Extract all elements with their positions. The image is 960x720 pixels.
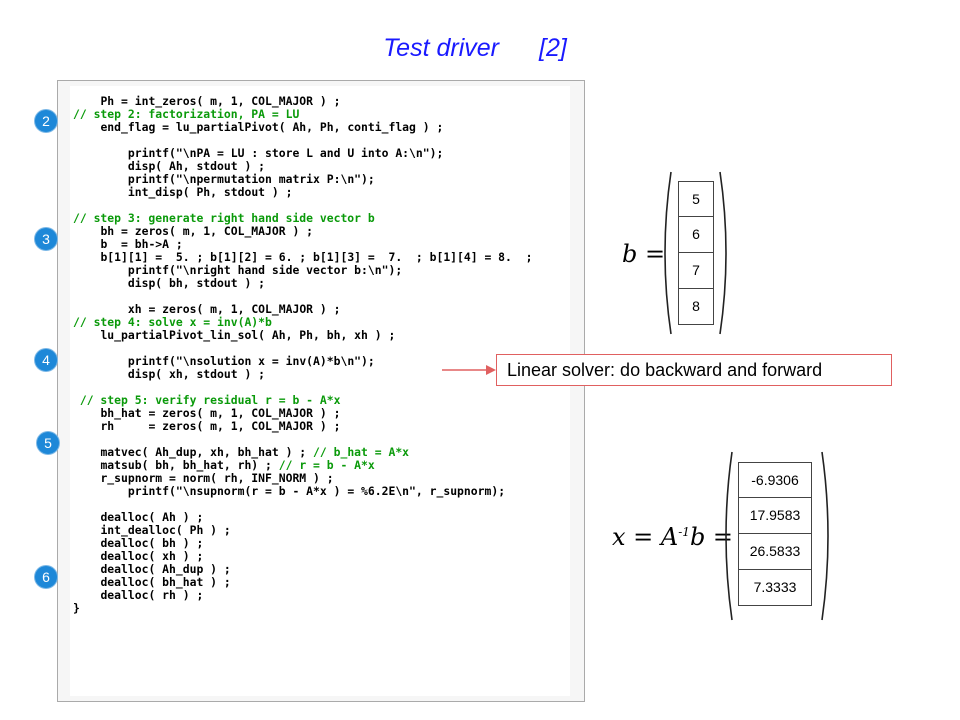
step-badge-3: 3 [35,228,57,250]
code-text: dealloc( bh ) ; [100,536,204,550]
title-bracket: [2] [539,34,567,62]
code-line: disp( xh, stdout ) ; [128,368,265,381]
code-line: disp( Ah, stdout ) ; [128,160,265,173]
code-text: } [73,601,80,615]
code-line: dealloc( Ah_dup ) ; [100,563,230,576]
x-eq-lhs: x = A [612,523,679,551]
x-equation-label: x = A-1b = [612,523,733,551]
vector-cell: 26.5833 [738,534,812,570]
code-line: end_flag = lu_partialPivot( Ah, Ph, cont… [100,121,443,134]
code-text: r_supnorm = norm( rh, INF_NORM ) ; [100,471,334,485]
code-line: int_dealloc( Ph ) ; [100,524,230,537]
code-comment-line: // step 5: verify residual r = b - A*x [80,394,341,407]
code-line: int_disp( Ph, stdout ) ; [128,186,293,199]
code-text: bh = zeros( m, 1, COL_MAJOR ) ; [100,224,314,238]
code-line: lu_partialPivot_lin_sol( Ah, Ph, bh, xh … [100,329,395,342]
code-line: dealloc( xh ) ; [100,550,203,563]
code-line: disp( bh, stdout ) ; [128,277,265,290]
b-equation-label: b = [622,240,666,268]
code-text: printf("\nright hand side vector b:\n"); [127,263,403,277]
code-text: lu_partialPivot_lin_sol( Ah, Ph, bh, xh … [100,328,396,342]
code-line: bh_hat = zeros( m, 1, COL_MAJOR ) ; [100,407,340,420]
code-text: disp( bh, stdout ) ; [127,276,266,290]
code-line: b = bh->A ; [100,238,182,251]
code-line: dealloc( rh ) ; [100,589,203,602]
code-text: matvec( Ah_dup, xh, bh_hat ) ; [100,445,307,459]
code-text: disp( Ah, stdout ) ; [127,159,266,173]
code-text: matsub( bh, bh_hat, rh) ; [100,458,272,472]
code-comment-line: // step 4: solve x = inv(A)*b [73,316,272,329]
code-comment-line: // step 3: generate right hand side vect… [73,212,375,225]
code-line: matvec( Ah_dup, xh, bh_hat ) ; // b_hat … [100,446,409,459]
code-line: bh = zeros( m, 1, COL_MAJOR ) ; [100,225,313,238]
slide-title: Test driver [2] [0,34,950,63]
code-text: xh = zeros( m, 1, COL_MAJOR ) ; [127,302,341,316]
vector-cell: -6.9306 [738,462,812,498]
code-comment-line: // step 2: factorization, PA = LU [73,108,299,121]
b-right-paren-icon [719,171,727,335]
code-panel: Ph = int_zeros( m, 1, COL_MAJOR ) ;// st… [57,80,585,702]
linear-solver-note: Linear solver: do backward and forward [496,354,892,386]
code-line: xh = zeros( m, 1, COL_MAJOR ) ; [128,303,341,316]
code-line: } [73,602,80,615]
code-text: int_dealloc( Ph ) ; [100,523,231,537]
x-left-paren-icon [725,451,733,621]
title-text: Test driver [383,34,499,62]
code-text: printf("\nsupnorm(r = b - A*x ) = %6.2E\… [127,484,506,498]
b-left-paren-icon [664,171,672,335]
vector-cell: 6 [678,217,714,253]
step-badge-2: 2 [35,110,57,132]
code-line: dealloc( bh ) ; [100,537,203,550]
vector-cell: 7 [678,253,714,289]
code-line: Ph = int_zeros( m, 1, COL_MAJOR ) ; [100,95,340,108]
code-text: dealloc( Ah ) ; [100,510,204,524]
inline-comment: // r = b - A*x [271,458,375,472]
vector-cell: 17.9583 [738,498,812,534]
code-text: dealloc( rh ) ; [100,588,204,602]
code-line: dealloc( bh_hat ) ; [100,576,230,589]
step-badge-4: 4 [35,349,57,371]
code-text: int_disp( Ph, stdout ) ; [127,185,293,199]
code-line: printf("\nsolution x = inv(A)*b\n"); [128,355,375,368]
code-text: // step 4: solve x = inv(A)*b [73,315,272,329]
code-text: end_flag = lu_partialPivot( Ah, Ph, cont… [100,120,444,134]
code-text: b[1][1] = 5. ; b[1][2] = 6. ; b[1][3] = … [100,250,533,264]
code-line: dealloc( Ah ) ; [100,511,203,524]
code-text: // step 3: generate right hand side vect… [73,211,375,225]
code-line: printf("\nright hand side vector b:\n"); [128,264,402,277]
code-text: printf("\nPA = LU : store L and U into A… [127,146,444,160]
code-text: printf("\nsolution x = inv(A)*b\n"); [127,354,375,368]
code-text: rh = zeros( m, 1, COL_MAJOR ) ; [100,419,341,433]
code-listing: Ph = int_zeros( m, 1, COL_MAJOR ) ;// st… [70,86,570,696]
x-right-paren-icon [821,451,829,621]
code-text: // step 2: factorization, PA = LU [73,107,300,121]
arrow-right-icon [442,365,496,375]
inline-comment: // b_hat = A*x [306,445,410,459]
code-line: printf("\nsupnorm(r = b - A*x ) = %6.2E\… [128,485,505,498]
code-line: printf("\nPA = LU : store L and U into A… [128,147,443,160]
code-line: b[1][1] = 5. ; b[1][2] = 6. ; b[1][3] = … [100,251,532,264]
code-text: bh_hat = zeros( m, 1, COL_MAJOR ) ; [100,406,341,420]
step-badge-5: 5 [37,432,59,454]
code-text: disp( xh, stdout ) ; [127,367,266,381]
vector-cell: 8 [678,289,714,325]
code-text: printf("\npermutation matrix P:\n"); [127,172,375,186]
code-line: matsub( bh, bh_hat, rh) ; // r = b - A*x [100,459,374,472]
code-line: rh = zeros( m, 1, COL_MAJOR ) ; [100,420,340,433]
code-text: // step 5: verify residual r = b - A*x [79,393,341,407]
vector-cell: 7.3333 [738,570,812,606]
code-line: r_supnorm = norm( rh, INF_NORM ) ; [100,472,333,485]
vector-cell: 5 [678,181,714,217]
code-text: Ph = int_zeros( m, 1, COL_MAJOR ) ; [100,94,341,108]
code-line: printf("\npermutation matrix P:\n"); [128,173,375,186]
x-eq-exponent: -1 [678,525,690,539]
code-text: dealloc( xh ) ; [100,549,204,563]
code-text: dealloc( bh_hat ) ; [100,575,231,589]
code-text: b = bh->A ; [100,237,183,251]
code-text: dealloc( Ah_dup ) ; [100,562,231,576]
step-badge-6: 6 [35,566,57,588]
